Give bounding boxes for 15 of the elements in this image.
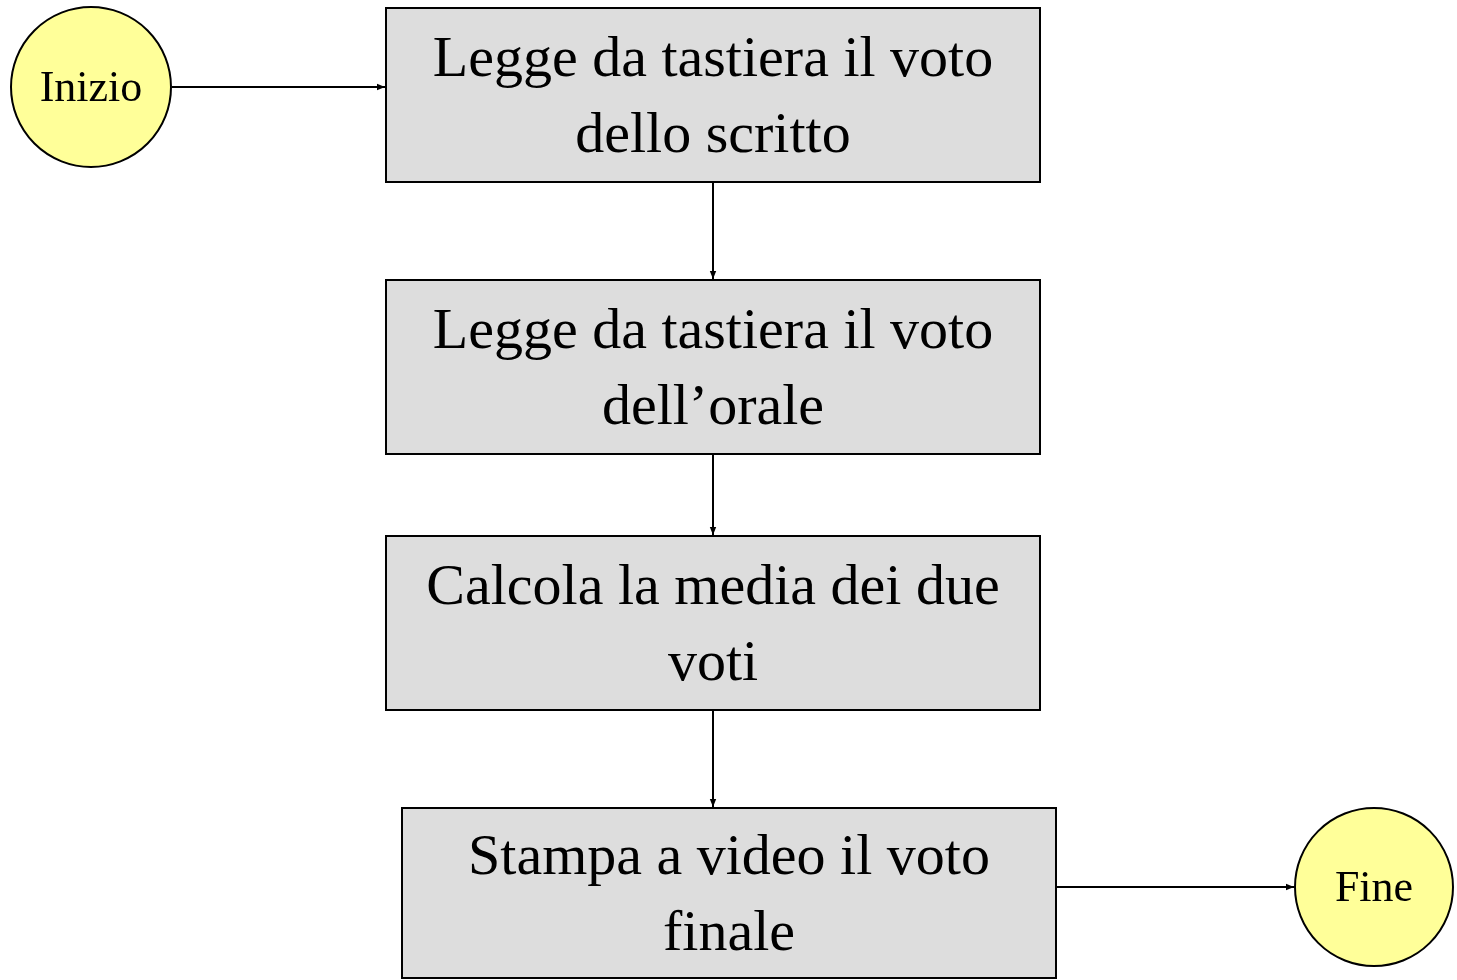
- node-text: Legge da tastiera il voto dell’orale: [431, 295, 995, 439]
- arrow: [709, 182, 717, 280]
- node-text: Fine: [1334, 865, 1414, 909]
- node-text: Legge da tastiera il voto dello scritto: [431, 23, 995, 167]
- process-box: [385, 535, 1041, 711]
- node-text: Inizio: [39, 65, 143, 109]
- arrow: [709, 454, 717, 536]
- node-text: Stampa a video il voto finale: [467, 821, 991, 965]
- node-text: Calcola la media dei due voti: [425, 551, 1001, 695]
- arrow: [709, 710, 717, 808]
- process-box: [401, 807, 1057, 979]
- process-box: [385, 7, 1041, 183]
- arrow: [171, 83, 386, 91]
- process-box: [385, 279, 1041, 455]
- arrow: [1056, 883, 1295, 891]
